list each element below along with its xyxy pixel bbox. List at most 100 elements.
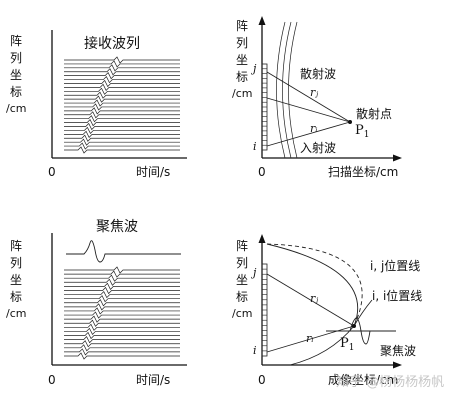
trace-line xyxy=(64,87,180,95)
trace-line xyxy=(64,315,180,323)
point-p1-label: P1 xyxy=(340,336,354,353)
scattered-wavefront-3 xyxy=(288,21,298,159)
y-axis-label-unit: /cm xyxy=(232,307,252,320)
sensor-array xyxy=(261,263,268,357)
y-axis-label-char-3: 坐 xyxy=(10,68,22,82)
trace-line xyxy=(64,340,180,348)
trace-line xyxy=(64,134,180,142)
trace-line xyxy=(64,319,180,327)
y-axis-label-char-1: 阵 xyxy=(10,239,22,253)
trace-line xyxy=(64,130,180,138)
y-axis-label-char-3: 坐 xyxy=(236,273,248,287)
trace-line xyxy=(64,307,180,315)
ri-label: rᵢ xyxy=(310,122,317,135)
trace-line xyxy=(64,327,180,336)
focused-wave-label: 聚焦波 xyxy=(380,344,416,358)
scatter-point-marker xyxy=(348,120,352,124)
y-axis-label-char-2: 列 xyxy=(10,256,22,270)
element-j-label: j xyxy=(250,62,257,75)
ij-locus-label: i, j位置线 xyxy=(370,258,420,273)
focused-wave-glyph xyxy=(349,317,371,345)
trace-line xyxy=(64,119,180,127)
x-axis-label: 时间/s xyxy=(136,373,170,387)
y-axis-label-char-1: 阵 xyxy=(236,19,248,33)
aligned-trace-lines xyxy=(64,266,180,360)
trace-line xyxy=(64,107,180,115)
trace-line xyxy=(64,344,180,352)
y-axis-label-unit: /cm xyxy=(6,307,26,320)
panel-focused-wave: 阵 列 坐 标 /cm 0 时间/s 聚焦波 xyxy=(6,219,187,387)
y-axis-label-char-4: 标 xyxy=(236,290,248,304)
focused-wave-trace xyxy=(66,240,181,263)
trace-line xyxy=(64,303,180,311)
x-axis-label: 时间/s xyxy=(136,165,170,179)
trace-line xyxy=(64,95,180,103)
point-p1-label: P1 xyxy=(355,123,369,140)
scattered-wavefront-2 xyxy=(282,21,292,159)
ray-ri xyxy=(266,325,355,353)
incident-wave-label: 入射波 xyxy=(300,140,336,155)
trace-line xyxy=(64,142,180,150)
trace-line xyxy=(64,146,180,154)
trace-line xyxy=(64,286,180,295)
y-axis-label-char-2: 列 xyxy=(10,51,22,65)
ray-rj xyxy=(266,71,351,123)
trace-line xyxy=(64,115,180,123)
trace-line xyxy=(64,323,180,331)
trace-line xyxy=(64,91,180,99)
y-axis-label-char-1: 阵 xyxy=(10,34,22,48)
trace-line xyxy=(64,290,180,299)
x-axis-label: 成像坐标/cm xyxy=(328,373,398,387)
trace-line xyxy=(64,295,180,303)
trace-line xyxy=(64,60,180,68)
y-axis-label-char-3: 坐 xyxy=(10,273,22,287)
trace-line xyxy=(64,75,180,84)
trace-line xyxy=(64,278,180,286)
trace-line xyxy=(64,266,180,274)
scattered-wave-label: 散射波 xyxy=(300,66,336,81)
y-axis-arrow-icon xyxy=(258,234,266,243)
trace-line xyxy=(64,299,180,307)
trace-line xyxy=(64,83,180,91)
panel-received-wave-train: 阵 列 坐 标 /cm 0 时间/s 接收波列 xyxy=(6,30,187,179)
ij-locus-curve xyxy=(266,243,363,327)
trace-line xyxy=(64,111,180,119)
y-axis-label-unit: /cm xyxy=(6,102,26,115)
origin-label: 0 xyxy=(48,373,56,387)
y-axis-label-char-4: 标 xyxy=(10,290,22,304)
trace-line xyxy=(64,336,180,344)
imaging-point-marker xyxy=(352,324,356,328)
watermark: 知乎 @杨杨杨杨帆 xyxy=(336,374,444,390)
ray-middle xyxy=(266,97,351,123)
ii-locus-label: i, i位置线 xyxy=(372,288,422,303)
element-i-label: i xyxy=(253,140,257,153)
element-i-label: i xyxy=(253,344,257,357)
panel-scattering-geometry: 阵 列 坐 标 /cm 0 扫描坐标/cm j i rⱼ rᵢ 散射波 散射点 … xyxy=(232,16,402,179)
trace-line xyxy=(64,274,180,282)
scattered-wavefront-1 xyxy=(276,21,286,159)
scatter-point-label: 散射点 xyxy=(356,106,392,121)
x-axis-arrow-icon xyxy=(393,154,402,162)
rj-label: rⱼ xyxy=(310,86,318,99)
x-axis-label: 扫描坐标/cm xyxy=(328,165,398,179)
y-axis-label-char-4: 标 xyxy=(10,85,22,99)
ray-rj xyxy=(266,273,355,327)
y-axis-label-char-3: 坐 xyxy=(236,53,248,67)
rj-label: rⱼ xyxy=(310,292,318,305)
trace-line xyxy=(64,56,180,64)
trace-line xyxy=(64,72,180,80)
origin-label: 0 xyxy=(258,165,266,179)
ij-locus-solid xyxy=(266,243,359,327)
y-axis-label-char-1: 阵 xyxy=(236,239,248,253)
received-trace-lines xyxy=(64,56,180,154)
trace-line xyxy=(64,282,180,290)
trace-line xyxy=(64,311,180,319)
trace-line xyxy=(64,103,180,111)
panel-title: 聚焦波 xyxy=(96,219,138,235)
origin-label: 0 xyxy=(258,373,266,387)
ray-ri xyxy=(266,121,351,147)
y-axis-label-char-2: 列 xyxy=(236,36,248,50)
origin-label: 0 xyxy=(48,165,56,179)
y-axis-label-char-2: 列 xyxy=(236,256,248,270)
